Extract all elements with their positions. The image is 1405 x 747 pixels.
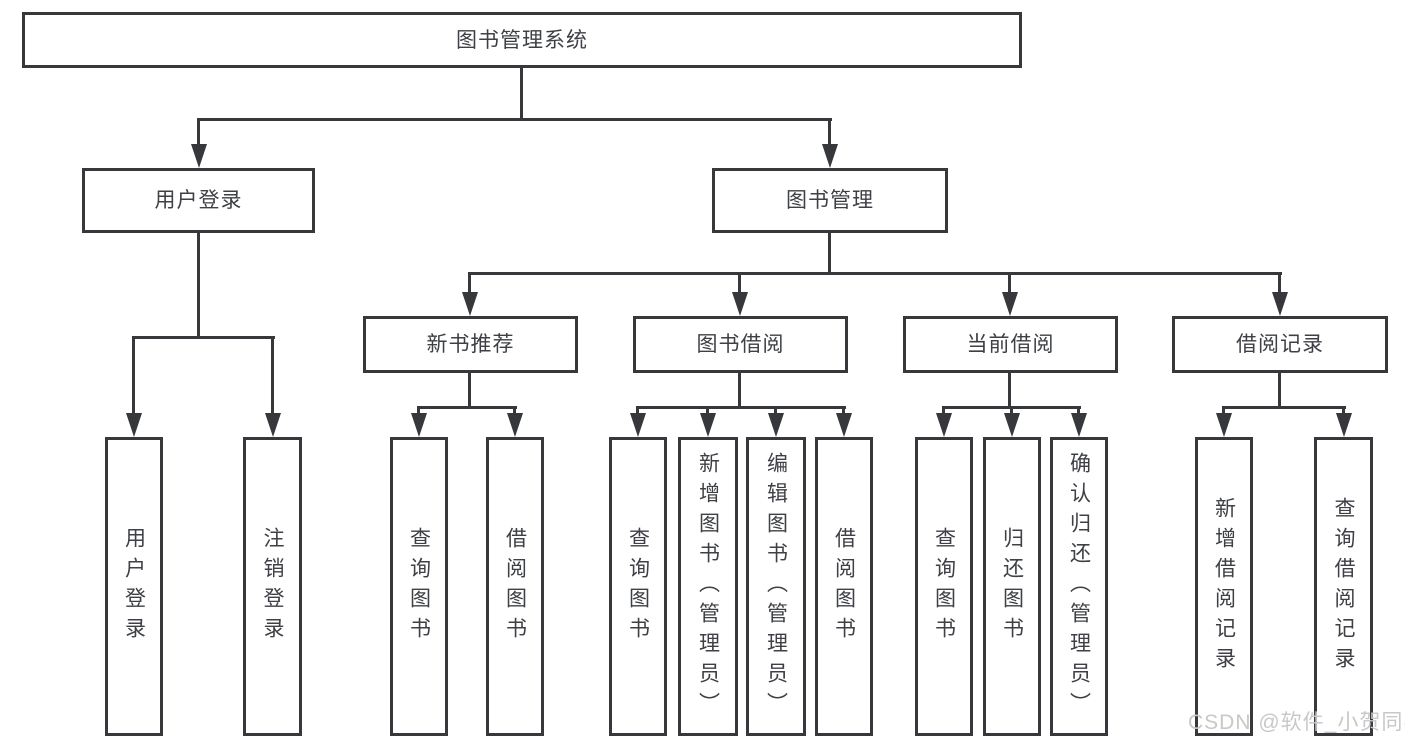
arrow-down-icon	[265, 413, 281, 437]
connector-line	[468, 373, 471, 406]
arrow-down-icon	[462, 292, 478, 316]
leaf-user-login: 用户登录	[105, 437, 163, 736]
arrow-down-icon	[936, 413, 952, 437]
node-label: 新书推荐	[426, 333, 515, 356]
leaf-query-books-recommend: 查询图书	[390, 437, 448, 736]
node-borrowing-records: 借阅记录	[1172, 316, 1388, 373]
leaf-edit-books-admin: 编辑图书（管理员）	[746, 437, 806, 736]
leaf-confirm-return-admin: 确认归还（管理员）	[1050, 437, 1108, 736]
leaf-borrow-books: 借阅图书	[815, 437, 873, 736]
node-book-borrowing: 图书借阅	[633, 316, 848, 373]
connector-line	[942, 406, 945, 415]
node-label: 用户登录	[154, 189, 243, 212]
node-label: 借阅图书	[832, 526, 856, 647]
connector-line	[1222, 406, 1225, 415]
connector-line	[417, 406, 420, 415]
connector-line	[774, 406, 777, 415]
leaf-add-books-admin: 新增图书（管理员）	[678, 437, 738, 736]
arrow-down-icon	[768, 413, 784, 437]
connector-line	[271, 336, 274, 417]
node-label: 确认归还（管理员）	[1067, 451, 1091, 722]
node-new-book-recommendation: 新书推荐	[363, 316, 578, 373]
connector-line	[468, 272, 471, 296]
node-label: 借阅记录	[1236, 333, 1324, 356]
node-label: 归还图书	[1000, 526, 1024, 647]
node-label: 图书借阅	[696, 333, 785, 356]
connector-line	[1278, 272, 1281, 296]
node-library-management-system: 图书管理系统	[22, 12, 1022, 68]
arrow-down-icon	[822, 144, 838, 168]
node-label: 注销登录	[261, 526, 284, 647]
connector-line	[636, 406, 639, 415]
connector-line	[197, 118, 832, 121]
node-label: 新增图书（管理员）	[696, 451, 720, 722]
connector-line	[1010, 406, 1013, 415]
arrow-down-icon	[732, 292, 748, 316]
node-label: 当前借阅	[966, 333, 1055, 356]
connector-line	[417, 406, 517, 409]
node-label: 查询图书	[932, 526, 956, 647]
arrow-down-icon	[630, 413, 646, 437]
arrow-down-icon	[700, 413, 716, 437]
arrow-down-icon	[507, 413, 523, 437]
connector-line	[738, 272, 741, 296]
arrow-down-icon	[411, 413, 427, 437]
arrow-down-icon	[1216, 413, 1232, 437]
connector-line	[468, 272, 1282, 275]
connector-line	[706, 406, 709, 415]
connector-line	[132, 336, 275, 339]
connector-line	[197, 233, 200, 336]
arrow-down-icon	[191, 144, 207, 168]
connector-line	[132, 336, 135, 417]
connector-line	[513, 406, 516, 415]
node-label: 图书管理	[786, 189, 874, 212]
node-user-login: 用户登录	[82, 168, 315, 233]
leaf-logout: 注销登录	[243, 437, 302, 736]
leaf-return-books: 归还图书	[983, 437, 1041, 736]
connector-line	[1008, 272, 1011, 296]
connector-line	[842, 406, 845, 415]
node-current-borrowing: 当前借阅	[903, 316, 1118, 373]
arrow-down-icon	[836, 413, 852, 437]
connector-line	[1278, 373, 1281, 406]
connector-line	[738, 373, 741, 406]
node-book-management: 图书管理	[712, 168, 948, 233]
connector-line	[1342, 406, 1345, 415]
arrow-down-icon	[1336, 413, 1352, 437]
node-label: 新增借阅记录	[1212, 496, 1236, 677]
arrow-down-icon	[1272, 292, 1288, 316]
connector-line	[520, 68, 523, 118]
arrow-down-icon	[1004, 413, 1020, 437]
connector-line	[1222, 406, 1346, 409]
connector-line	[197, 118, 200, 148]
node-label: 用户登录	[122, 526, 146, 647]
node-label: 查询图书	[626, 526, 650, 647]
node-label: 图书管理系统	[456, 28, 588, 52]
arrow-down-icon	[1002, 292, 1018, 316]
connector-line	[1077, 406, 1080, 415]
leaf-borrow-books-recommend: 借阅图书	[486, 437, 544, 736]
node-label: 借阅图书	[503, 526, 527, 647]
connector-line	[1008, 373, 1011, 406]
connector-line	[828, 233, 831, 272]
leaf-add-borrow-record: 新增借阅记录	[1195, 437, 1253, 736]
watermark: CSDN @软件_小贺同学	[1188, 711, 1405, 734]
node-label: 查询图书	[407, 526, 431, 647]
arrow-down-icon	[126, 413, 142, 437]
node-label: 编辑图书（管理员）	[764, 451, 788, 722]
connector-line	[828, 118, 831, 148]
leaf-query-books-current: 查询图书	[915, 437, 973, 736]
node-label: 查询借阅记录	[1332, 496, 1355, 677]
leaf-query-borrow-record: 查询借阅记录	[1314, 437, 1373, 736]
connector-line	[636, 406, 846, 409]
arrow-down-icon	[1071, 413, 1087, 437]
leaf-query-books-borrow: 查询图书	[609, 437, 667, 736]
